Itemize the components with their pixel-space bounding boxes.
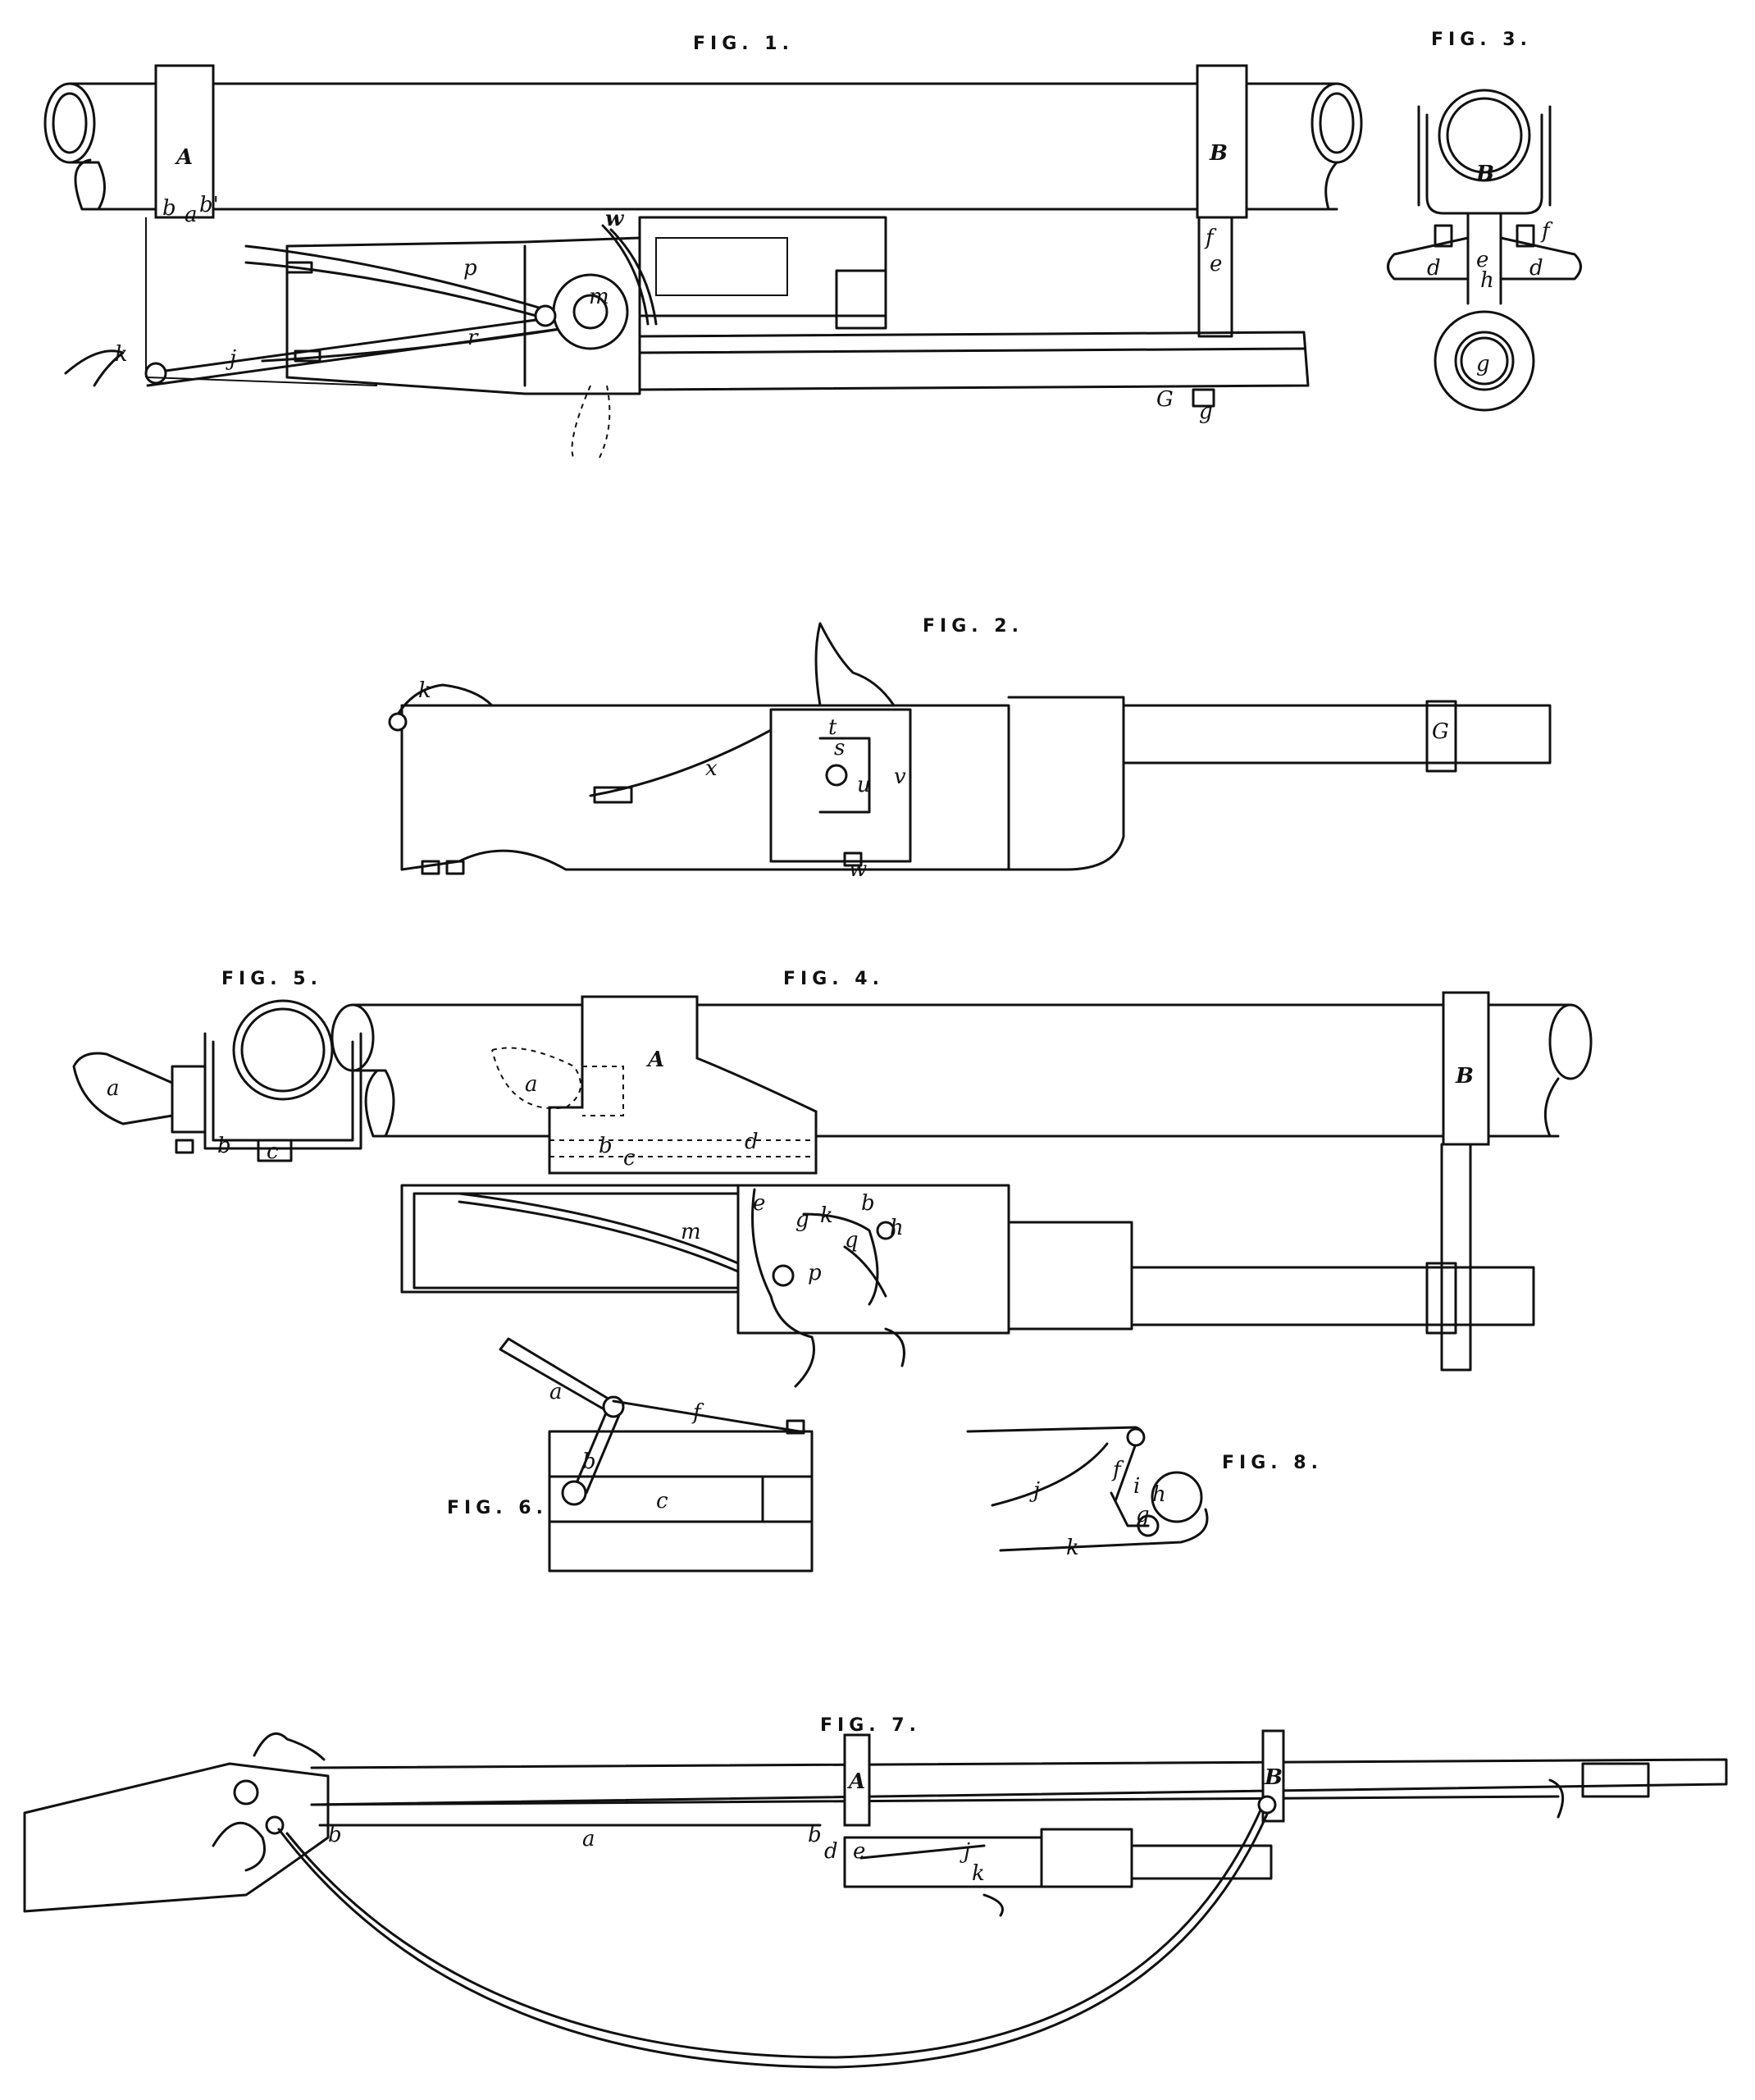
fig1-label-m: m xyxy=(589,285,609,309)
fig7-label-b-left: b xyxy=(328,1823,342,1847)
fig3-title: FIG. 3. xyxy=(1431,30,1532,50)
fig1-label-e: e xyxy=(1210,252,1222,276)
figure-7: FIG. 7. A B a b b d e j xyxy=(23,1715,1728,2069)
fig1-label-g: g xyxy=(1199,399,1213,424)
fig3-label-h: h xyxy=(1480,268,1494,293)
fig6-label-a: a xyxy=(549,1380,563,1404)
fig2-label-k: k xyxy=(418,678,431,703)
fig4-label-a: a xyxy=(525,1072,538,1097)
fig4-label-d: d xyxy=(745,1130,759,1154)
figure-8: FIG. 8. j k f h i g xyxy=(966,1426,1323,1560)
fig8-label-i: i xyxy=(1133,1474,1140,1499)
fig4-label-c: c xyxy=(623,1146,636,1171)
fig7-label-k: k xyxy=(972,1861,985,1886)
fig1-label-j: j xyxy=(226,346,236,371)
fig4-label-B: B xyxy=(1455,1064,1474,1089)
fig7-label-A: A xyxy=(846,1769,865,1794)
fig1-label-w: w xyxy=(605,207,625,231)
fig7-title: FIG. 7. xyxy=(820,1715,921,1736)
fig8-label-g: g xyxy=(1136,1503,1150,1527)
fig1-label-A: A xyxy=(174,145,193,170)
fig3-label-f: f xyxy=(1540,219,1553,244)
fig7-label-e: e xyxy=(853,1839,865,1864)
fig7-label-b-right: b xyxy=(808,1823,822,1847)
fig7-label-B: B xyxy=(1264,1765,1283,1790)
fig3-label-B: B xyxy=(1475,162,1494,186)
fig8-label-j: j xyxy=(1029,1478,1040,1503)
fig4-label-e: e xyxy=(753,1191,765,1216)
fig3-label-d-right: d xyxy=(1529,256,1543,281)
figure-4: FIG. 4. a A B b c xyxy=(330,969,1593,1388)
fig4-label-A: A xyxy=(645,1048,664,1072)
fig2-title: FIG. 2. xyxy=(923,616,1023,637)
fig1-label-k: k xyxy=(115,342,128,367)
fig5-label-b: b xyxy=(217,1134,231,1158)
fig6-label-b: b xyxy=(582,1449,596,1474)
fig7-label-a: a xyxy=(582,1827,595,1851)
fig5-label-a: a xyxy=(107,1076,120,1101)
fig1-label-b-prime: b' xyxy=(199,193,219,217)
fig5-label-c: c xyxy=(267,1139,279,1164)
fig7-label-d: d xyxy=(824,1839,838,1864)
fig2-label-t: t xyxy=(828,715,837,740)
fig6-label-c: c xyxy=(656,1489,668,1513)
fig1-title: FIG. 1. xyxy=(693,34,794,54)
fig4-label-k: k xyxy=(820,1203,833,1228)
fig2-label-w: w xyxy=(849,857,867,882)
fig6-title: FIG. 6. xyxy=(447,1498,548,1518)
fig8-title: FIG. 8. xyxy=(1222,1453,1323,1473)
fig1-label-a: a xyxy=(185,203,198,227)
figure-2: FIG. 2. k x s u t v w G xyxy=(388,616,1552,882)
figure-1: FIG. 1. xyxy=(43,34,1363,460)
fig7-label-j: j xyxy=(960,1839,970,1864)
fig1-label-f: f xyxy=(1204,226,1217,250)
fig3-label-e: e xyxy=(1476,248,1488,272)
fig4-label-b2: b xyxy=(861,1191,875,1216)
fig4-label-b: b xyxy=(599,1134,613,1158)
fig4-label-g: g xyxy=(795,1208,809,1232)
fig1-label-b: b xyxy=(162,196,176,221)
fig1-label-p: p xyxy=(463,256,477,281)
fig4-label-h: h xyxy=(890,1216,904,1240)
fig3-label-g: g xyxy=(1476,352,1490,377)
fig8-label-k: k xyxy=(1066,1536,1079,1560)
fig1-label-G: G xyxy=(1156,387,1174,412)
fig4-label-m: m xyxy=(681,1220,701,1244)
figure-6: FIG. 6. a b f c xyxy=(447,1337,814,1573)
fig4-title: FIG. 4. xyxy=(783,969,884,989)
fig2-label-s: s xyxy=(834,736,845,760)
figure-3: FIG. 3. B f d d h g e xyxy=(1387,30,1582,412)
fig5-title: FIG. 5. xyxy=(221,969,322,989)
fig2-label-v: v xyxy=(894,765,906,789)
figure-5: FIG. 5. a b c xyxy=(72,969,362,1164)
fig8-label-h: h xyxy=(1152,1482,1166,1507)
fig4-label-p: p xyxy=(808,1261,822,1285)
fig2-label-x: x xyxy=(705,756,718,781)
fig1-label-r: r xyxy=(467,326,479,350)
fig2-label-G: G xyxy=(1432,719,1449,744)
fig6-label-f: f xyxy=(691,1400,704,1425)
fig4-label-q: q xyxy=(845,1228,859,1253)
fig1-label-B: B xyxy=(1209,141,1228,166)
fig2-label-u: u xyxy=(857,773,871,797)
fig3-label-d-left: d xyxy=(1427,256,1441,281)
